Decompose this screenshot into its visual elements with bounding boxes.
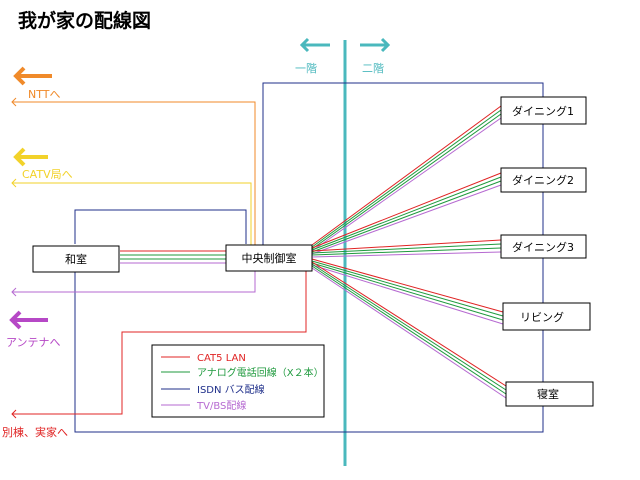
legend-item-analog: アナログ電話回線（X２本） [161, 366, 324, 379]
catv-arrow-icon [13, 147, 48, 167]
catv-wire [12, 182, 252, 245]
legend-item-tvbs: TV/BS配線 [161, 399, 246, 412]
legend-label-analog: アナログ電話回線（X２本） [197, 366, 324, 379]
room-dining2-label: ダイニング2 [512, 173, 574, 187]
room-dining2: ダイニング2 [500, 167, 587, 193]
room-dining1-label: ダイニング1 [512, 104, 574, 118]
second-floor-label: 二階 [362, 61, 384, 75]
annex-wire [12, 271, 307, 415]
room-living-label: リビング [520, 310, 564, 324]
legend-item-cat5: CAT5 LAN [161, 353, 246, 364]
room-bedroom: 寝室 [505, 381, 594, 407]
room-central-label: 中央制御室 [242, 251, 297, 265]
second-floor-arrow-icon [360, 37, 391, 53]
isdn-wiring [74, 82, 544, 433]
legend: CAT5 LAN アナログ電話回線（X２本） ISDN バス配線 TV/BS配線 [151, 344, 325, 418]
bedroom-wires [311, 261, 507, 399]
annex-label: 別棟、実家へ [2, 425, 68, 439]
first-floor-arrow-icon [299, 37, 330, 53]
antenna-arrow-icon [9, 310, 48, 330]
room-bedroom-label: 寝室 [537, 387, 559, 401]
washitsu-central-wires [120, 250, 226, 264]
dining3-wires [311, 239, 502, 258]
legend-label-isdn: ISDN バス配線 [197, 383, 265, 396]
antenna-wire [12, 271, 256, 293]
room-dining1: ダイニング1 [500, 96, 587, 125]
legend-label-cat5: CAT5 LAN [197, 353, 246, 364]
catv-label: CATV局へ [22, 168, 73, 181]
room-dining3-label: ダイニング3 [512, 240, 574, 254]
legend-label-tvbs: TV/BS配線 [196, 399, 246, 412]
room-washitsu: 和室 [32, 245, 120, 273]
living-wires [311, 258, 504, 325]
room-dining3: ダイニング3 [500, 234, 587, 259]
dining2-wires [311, 172, 502, 255]
first-floor-label: 一階 [295, 61, 317, 75]
antenna-label: アンテナへ [6, 336, 61, 349]
page-title: 我が家の配線図 [18, 9, 151, 32]
dining1-wires [311, 105, 502, 252]
room-washitsu-label: 和室 [65, 252, 87, 266]
room-living: リビング [502, 302, 591, 331]
room-central: 中央制御室 [225, 244, 313, 272]
ntt-label: NTTへ [28, 88, 60, 101]
ntt-arrow-icon [13, 66, 52, 86]
legend-item-isdn: ISDN バス配線 [161, 383, 265, 396]
ntt-wire [12, 101, 256, 245]
